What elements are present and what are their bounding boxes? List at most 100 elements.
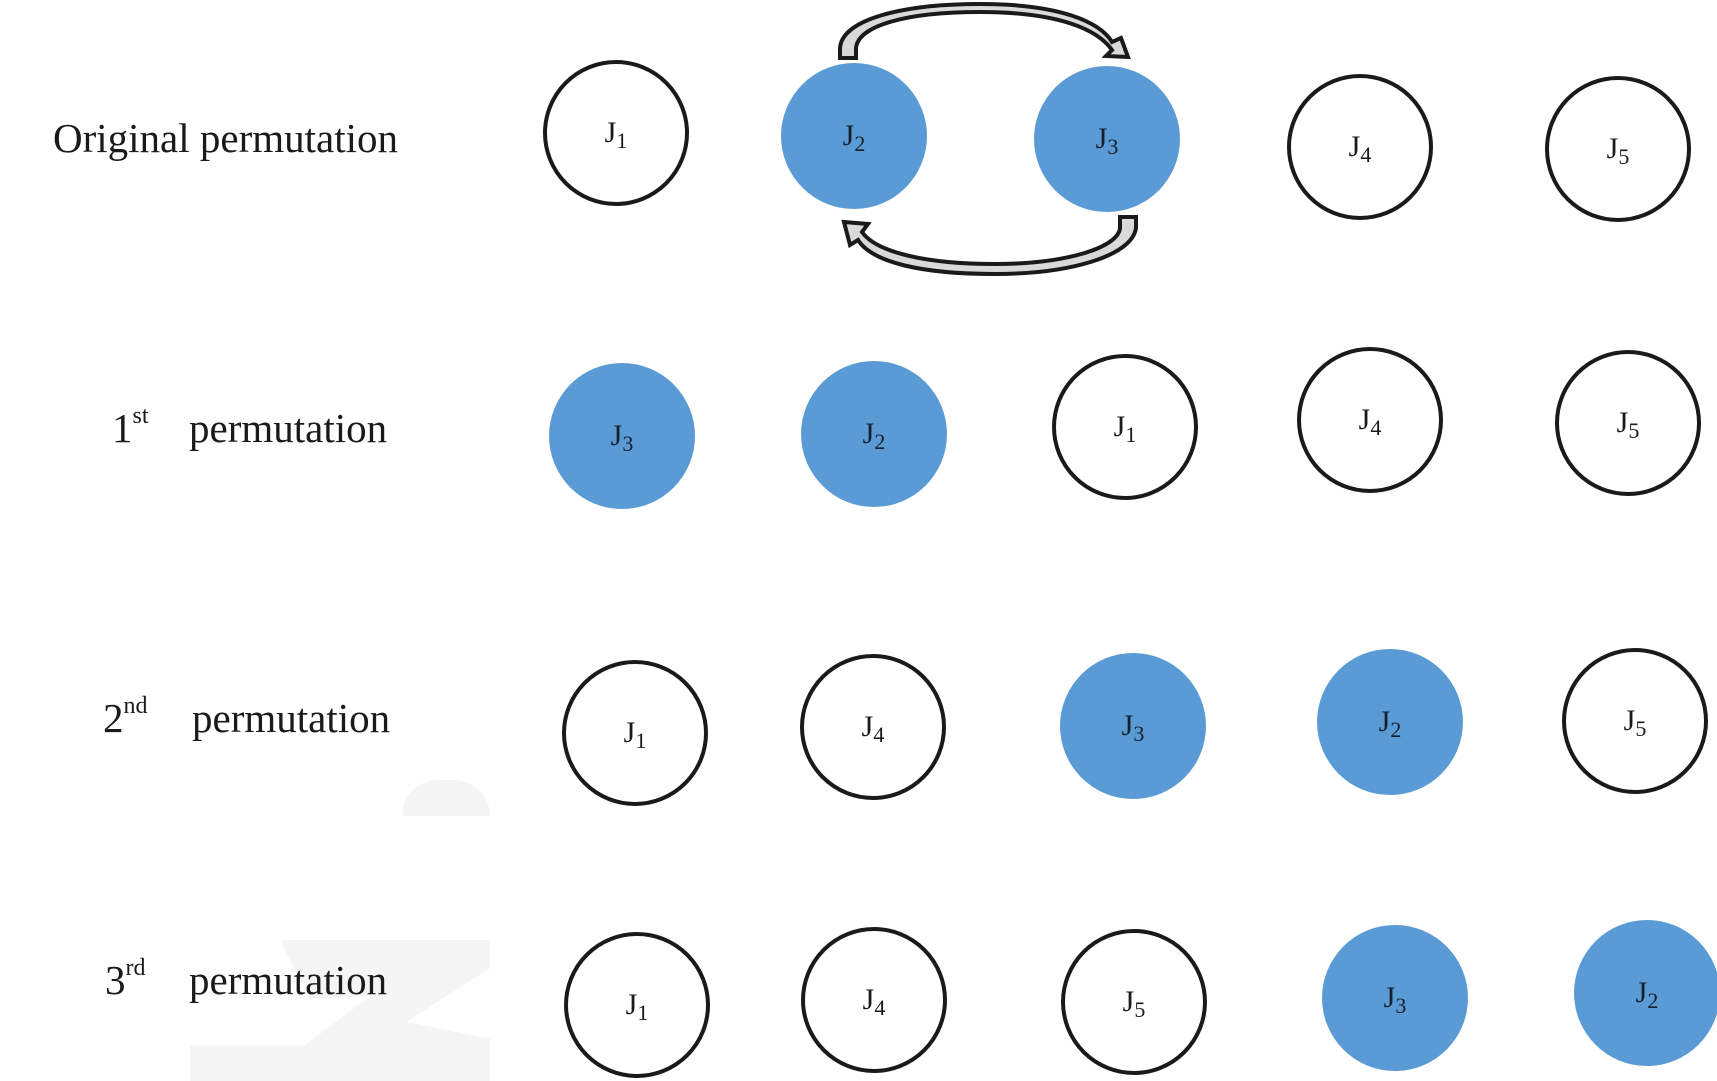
job-index: 2	[854, 131, 866, 156]
job-index: 1	[1125, 422, 1137, 447]
job-label: J2	[1378, 705, 1402, 741]
job-node-row3-pos1: J1	[564, 932, 710, 1078]
watermark-shape-upper	[402, 780, 490, 816]
job-letter: J	[1378, 705, 1391, 738]
job-index: 1	[635, 728, 647, 753]
job-index: 1	[637, 1000, 649, 1025]
job-node-row2-pos3: J3	[1060, 653, 1206, 799]
job-index: 5	[1618, 144, 1630, 169]
job-index: 4	[873, 722, 885, 747]
job-letter: J	[604, 116, 617, 149]
job-label: J5	[1122, 985, 1146, 1021]
row-label-original: Original permutation	[53, 118, 398, 159]
job-index: 3	[622, 431, 634, 456]
job-node-row3-pos5: J2	[1574, 920, 1717, 1066]
row-label-1st: 1st permutation	[112, 404, 387, 451]
job-label: J4	[861, 710, 885, 746]
job-label: J2	[1635, 976, 1659, 1012]
job-index: 3	[1107, 134, 1119, 159]
swap-arrow-backward-icon	[841, 215, 1138, 277]
job-index: 1	[616, 128, 628, 153]
job-label: J3	[1095, 122, 1119, 158]
ordinal-suffix: nd	[123, 693, 148, 719]
ordinal-suffix: st	[132, 403, 149, 429]
job-index: 3	[1395, 993, 1407, 1018]
job-letter: J	[1358, 403, 1371, 436]
job-label: J1	[604, 116, 628, 152]
job-node-row1-pos2: J2	[801, 361, 947, 507]
job-letter: J	[1113, 410, 1126, 443]
job-index: 4	[1370, 415, 1382, 440]
job-letter: J	[1606, 132, 1619, 165]
row-label-3rd: 3rd permutation	[105, 956, 387, 1003]
job-letter: J	[1122, 985, 1135, 1018]
job-node-row2-pos4: J2	[1317, 649, 1463, 795]
job-letter: J	[1623, 704, 1636, 737]
job-index: 4	[1360, 142, 1372, 167]
row-label-text: permutation	[189, 405, 388, 451]
job-node-row0-pos1: J1	[543, 60, 689, 206]
job-index: 5	[1628, 418, 1640, 443]
job-index: 4	[874, 995, 886, 1020]
job-index: 2	[874, 429, 886, 454]
job-index: 2	[1390, 717, 1402, 742]
job-node-row1-pos4: J4	[1297, 347, 1443, 493]
job-label: J3	[610, 419, 634, 455]
job-node-row3-pos4: J3	[1322, 925, 1468, 1071]
job-label: J5	[1623, 704, 1647, 740]
job-letter: J	[842, 119, 855, 152]
job-node-row2-pos5: J5	[1562, 648, 1708, 794]
job-letter: J	[861, 710, 874, 743]
job-node-row0-pos5: J5	[1545, 76, 1691, 222]
job-letter: J	[625, 988, 638, 1021]
job-label: J5	[1606, 132, 1630, 168]
job-label: J3	[1121, 709, 1145, 745]
job-label: J4	[1348, 130, 1372, 166]
ordinal-number: 2	[103, 695, 124, 741]
job-index: 5	[1134, 997, 1146, 1022]
job-node-row2-pos2: J4	[800, 654, 946, 800]
row-ordinal: 2nd	[103, 694, 148, 741]
job-label: J3	[1383, 981, 1407, 1017]
row-label-text: permutation	[189, 957, 388, 1003]
job-label: J5	[1616, 406, 1640, 442]
job-index: 3	[1133, 721, 1145, 746]
job-node-row3-pos3: J5	[1061, 929, 1207, 1075]
job-letter: J	[623, 716, 636, 749]
job-letter: J	[1348, 130, 1361, 163]
job-node-row1-pos1: J3	[549, 363, 695, 509]
job-node-row1-pos3: J1	[1052, 354, 1198, 500]
job-label: J2	[842, 119, 866, 155]
job-label: J1	[623, 716, 647, 752]
job-letter: J	[862, 417, 875, 450]
job-node-row0-pos2: J2	[781, 63, 927, 209]
row-label-text: permutation	[192, 695, 391, 741]
job-letter: J	[1121, 709, 1134, 742]
job-node-row1-pos5: J5	[1555, 350, 1701, 496]
job-label: J4	[862, 983, 886, 1019]
row-ordinal: 1st	[112, 404, 149, 451]
job-letter: J	[610, 419, 623, 452]
job-label: J1	[1113, 410, 1137, 446]
job-letter: J	[1616, 406, 1629, 439]
job-node-row3-pos2: J4	[801, 927, 947, 1073]
swap-arrow-forward-icon	[838, 1, 1131, 60]
job-letter: J	[1095, 122, 1108, 155]
ordinal-number: 1	[112, 405, 133, 451]
job-node-row0-pos3: J3	[1034, 66, 1180, 212]
row-label-2nd: 2nd permutation	[103, 694, 390, 741]
job-label: J2	[862, 417, 886, 453]
ordinal-number: 3	[105, 957, 126, 1003]
job-index: 2	[1647, 988, 1659, 1013]
ordinal-suffix: rd	[125, 955, 146, 981]
job-index: 5	[1635, 716, 1647, 741]
job-letter: J	[1635, 976, 1648, 1009]
job-letter: J	[862, 983, 875, 1016]
job-label: J1	[625, 988, 649, 1024]
row-ordinal: 3rd	[105, 956, 146, 1003]
job-node-row2-pos1: J1	[562, 660, 708, 806]
job-letter: J	[1383, 981, 1396, 1014]
row-label-text: Original permutation	[53, 115, 398, 161]
